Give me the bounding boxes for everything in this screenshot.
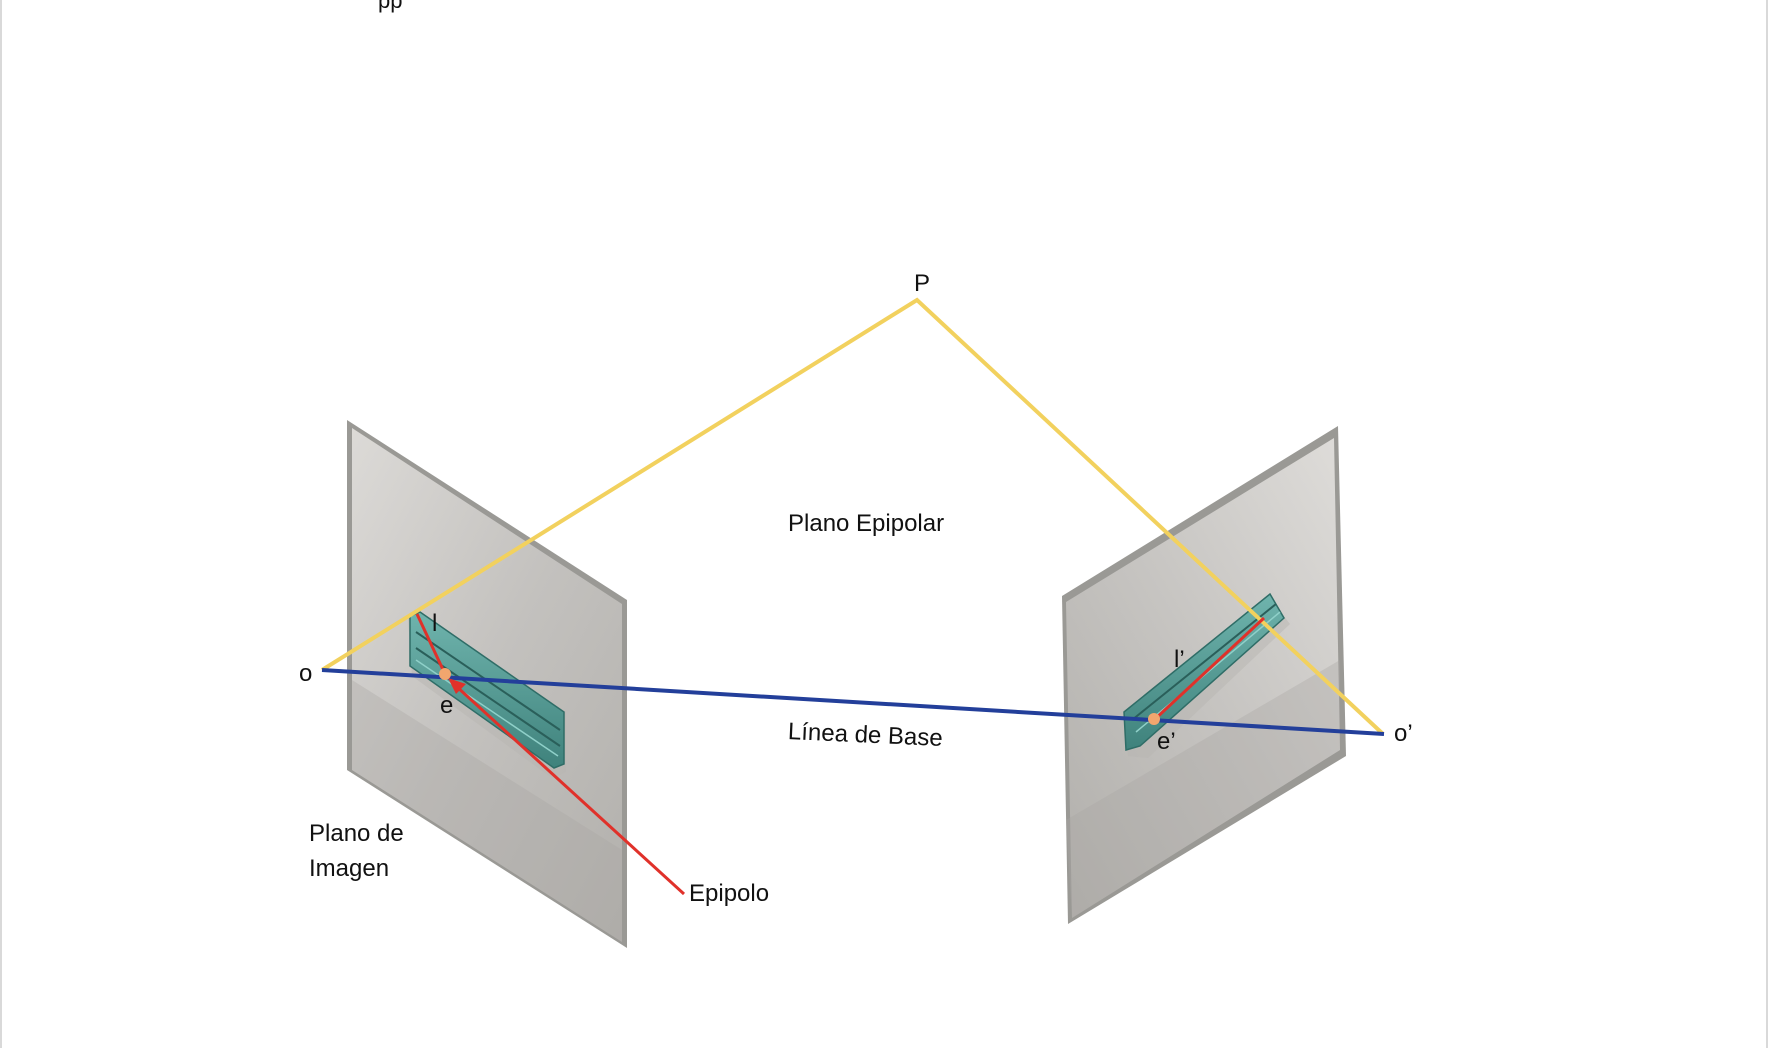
epipolar-line-l-label: l — [432, 610, 438, 637]
epipolar-plane-lines — [320, 297, 1385, 736]
left-image-object — [408, 611, 566, 778]
right-plane-shadow — [1066, 660, 1340, 918]
right-border — [1766, 0, 1768, 1048]
epipolar-line-l-prime-label: l’ — [1174, 646, 1185, 673]
left-plane-shadow — [352, 680, 622, 942]
camera-center-o-label: o — [299, 660, 313, 687]
image-plane-label-line2: Imagen — [309, 855, 390, 882]
epipole-e-label: e — [440, 692, 454, 719]
camera-center-o-prime-label: o’ — [1394, 720, 1413, 747]
left-border — [0, 0, 2, 1048]
epipolar-line-l — [415, 613, 447, 675]
baseline — [321, 668, 1385, 736]
epipolar-line-l-prime — [1152, 616, 1266, 722]
epipolar-plane-label: Plano Epipolar — [788, 510, 945, 537]
epipole-e-dot — [439, 668, 451, 680]
epipolo-label: Epipolo — [689, 880, 770, 907]
epipolo-pointer-arrowhead — [448, 678, 466, 694]
point-p-label: P — [914, 270, 931, 297]
epipolo-pointer-line — [454, 684, 686, 896]
epipole-e-prime-label: e’ — [1157, 728, 1176, 755]
epipole-e-prime-dot — [1148, 713, 1160, 725]
top-text-fragment: pp — [378, 0, 403, 13]
image-plane-label: Plano de Imagen — [309, 816, 404, 886]
image-plane-label-line1: Plano de — [309, 820, 404, 847]
